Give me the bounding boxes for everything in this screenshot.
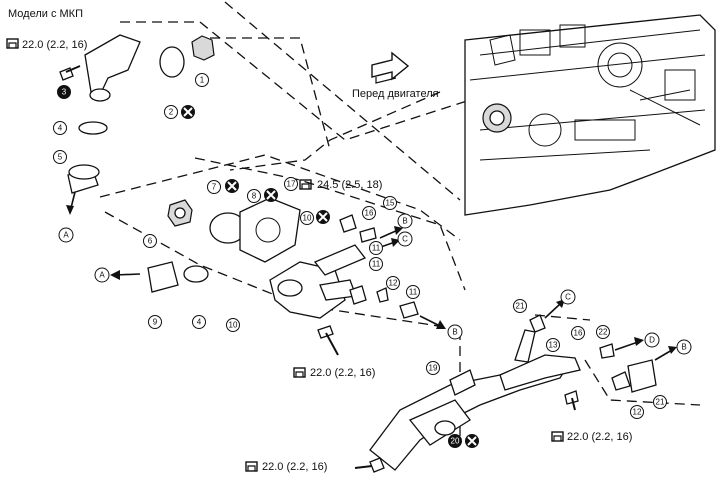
svg-text:22: 22 bbox=[599, 328, 608, 337]
diagram-title: Модели с МКП bbox=[8, 8, 83, 20]
callout-10: 10 bbox=[300, 211, 314, 225]
ref-letter-b: B bbox=[447, 324, 463, 340]
svg-text:5: 5 bbox=[58, 153, 63, 162]
callout-10: 10 bbox=[226, 318, 240, 332]
svg-text:11: 11 bbox=[372, 244, 381, 253]
discard-x-icon bbox=[181, 105, 195, 119]
svg-text:7: 7 bbox=[212, 183, 217, 192]
ref-letter-a: A bbox=[94, 267, 110, 283]
svg-text:10: 10 bbox=[303, 214, 312, 223]
parts-top-left bbox=[59, 34, 215, 215]
callout-5: 5 bbox=[53, 150, 67, 164]
callout-7: 7 bbox=[207, 180, 221, 194]
svg-text:D: D bbox=[649, 336, 655, 345]
callout-4: 4 bbox=[192, 315, 206, 329]
svg-text:12: 12 bbox=[633, 408, 642, 417]
callout-13: 13 bbox=[546, 338, 560, 352]
svg-text:11: 11 bbox=[372, 260, 381, 269]
svg-text:8: 8 bbox=[252, 192, 257, 201]
svg-text:21: 21 bbox=[516, 302, 525, 311]
callout-12: 12 bbox=[630, 405, 644, 419]
svg-text:3: 3 bbox=[62, 88, 67, 97]
callout-21: 21 bbox=[653, 395, 667, 409]
callout-19: 19 bbox=[426, 361, 440, 375]
svg-text:19: 19 bbox=[429, 364, 438, 373]
callout-12: 12 bbox=[386, 276, 400, 290]
callout-11: 11 bbox=[369, 241, 383, 255]
callout-15: 15 bbox=[383, 196, 397, 210]
callout-11: 11 bbox=[369, 257, 383, 271]
torque-value-17: 24.5 (2.5, 18) bbox=[317, 179, 382, 191]
callout-3: 3 bbox=[57, 85, 71, 99]
parts-middle bbox=[147, 197, 419, 356]
svg-text:4: 4 bbox=[58, 124, 63, 133]
discard-x-icon bbox=[465, 434, 479, 448]
torque-value-top: 22.0 (2.2, 16) bbox=[22, 39, 87, 51]
torque-wrench-icon bbox=[6, 38, 19, 49]
callout-8: 8 bbox=[247, 189, 261, 203]
svg-text:A: A bbox=[63, 231, 69, 240]
engine-front-label: Перед двигателя bbox=[352, 88, 439, 100]
svg-text:B: B bbox=[452, 328, 457, 337]
torque-wrench-icon bbox=[299, 179, 312, 190]
svg-text:11: 11 bbox=[409, 288, 418, 297]
svg-text:16: 16 bbox=[574, 329, 583, 338]
svg-text:1: 1 bbox=[200, 76, 205, 85]
svg-text:20: 20 bbox=[451, 437, 460, 446]
torque-value-bottom: 22.0 (2.2, 16) bbox=[262, 461, 327, 473]
svg-text:13: 13 bbox=[549, 341, 558, 350]
ref-letter-b: B bbox=[397, 213, 413, 229]
svg-text:16: 16 bbox=[365, 209, 374, 218]
ref-letter-a: A bbox=[58, 227, 74, 243]
discard-x-icon bbox=[264, 188, 278, 202]
callout-6: 6 bbox=[143, 234, 157, 248]
callout-17: 17 bbox=[284, 177, 298, 191]
water-pipe-assembly bbox=[354, 314, 657, 473]
svg-text:2: 2 bbox=[169, 108, 174, 117]
callout-4: 4 bbox=[53, 121, 67, 135]
svg-text:12: 12 bbox=[389, 279, 398, 288]
torque-value-mid: 22.0 (2.2, 16) bbox=[310, 367, 375, 379]
ref-letter-b: B bbox=[676, 339, 692, 355]
discard-x-icon bbox=[316, 210, 330, 224]
svg-text:B: B bbox=[681, 343, 686, 352]
ref-letter-d: D bbox=[644, 332, 660, 348]
engine-block bbox=[464, 14, 716, 216]
svg-text:C: C bbox=[565, 293, 571, 302]
svg-text:17: 17 bbox=[287, 180, 296, 189]
torque-wrench-icon bbox=[551, 431, 564, 442]
svg-text:9: 9 bbox=[153, 318, 158, 327]
ref-letter-c: C bbox=[397, 231, 413, 247]
svg-text:21: 21 bbox=[656, 398, 665, 407]
callout-16: 16 bbox=[362, 206, 376, 220]
discard-x-icon bbox=[225, 179, 239, 193]
callout-16: 16 bbox=[571, 326, 585, 340]
ref-letter-c: C bbox=[560, 289, 576, 305]
callout-20: 20 bbox=[448, 434, 462, 448]
svg-text:B: B bbox=[402, 217, 407, 226]
torque-value-bottom-right: 22.0 (2.2, 16) bbox=[567, 431, 632, 443]
svg-text:15: 15 bbox=[386, 199, 395, 208]
callout-22: 22 bbox=[596, 325, 610, 339]
flow-arrows bbox=[110, 226, 677, 361]
callout-9: 9 bbox=[148, 315, 162, 329]
callout-2: 2 bbox=[164, 105, 178, 119]
callout-21: 21 bbox=[513, 299, 527, 313]
svg-text:10: 10 bbox=[229, 321, 238, 330]
svg-text:6: 6 bbox=[148, 237, 153, 246]
engine-front-arrow-icon bbox=[371, 51, 410, 84]
callout-11: 11 bbox=[406, 285, 420, 299]
svg-text:4: 4 bbox=[197, 318, 202, 327]
callout-1: 1 bbox=[195, 73, 209, 87]
svg-text:A: A bbox=[99, 271, 105, 280]
torque-wrench-icon bbox=[245, 461, 258, 472]
torque-wrench-icon bbox=[293, 367, 306, 378]
svg-text:C: C bbox=[402, 235, 408, 244]
